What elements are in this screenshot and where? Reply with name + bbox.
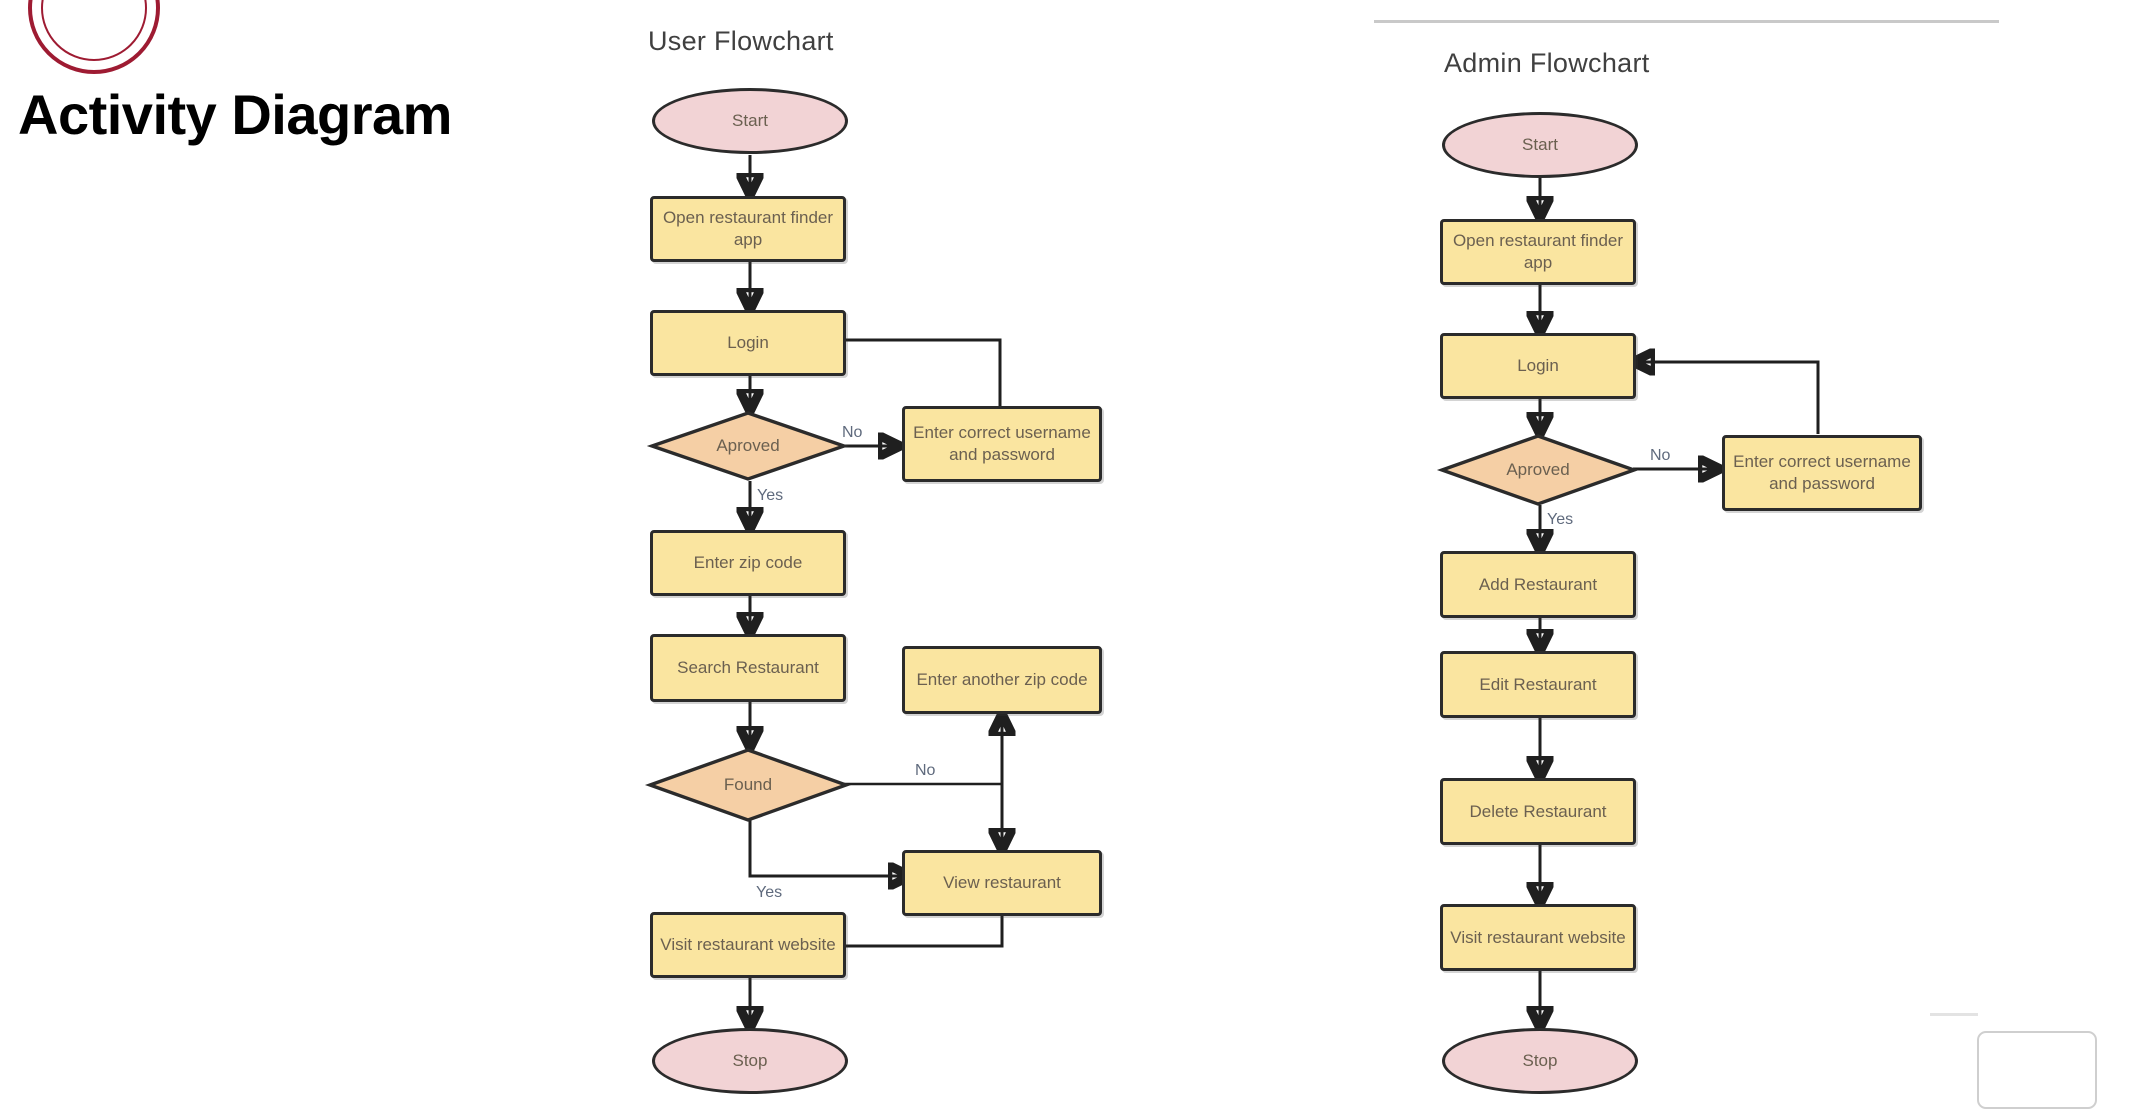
node-aproved-decision[interactable]: Aproved <box>1436 434 1640 506</box>
node-label: Stop <box>1522 1051 1558 1071</box>
node-aproved-decision[interactable]: Aproved <box>646 411 850 481</box>
page-title: Activity Diagram <box>18 83 452 146</box>
node-visit-restaurant-website[interactable]: Visit restaurant website <box>1440 904 1636 971</box>
edge-divider <box>1930 1013 1978 1016</box>
node-found-decision[interactable]: Found <box>644 748 852 822</box>
edge-label-found-yes: Yes <box>756 884 783 901</box>
node-label: Login <box>727 333 769 353</box>
university-seal-logo: 1851 <box>28 0 160 74</box>
edge-label-aproved-yes: Yes <box>757 487 784 504</box>
node-stop[interactable]: Stop <box>652 1028 848 1094</box>
node-label: Login <box>1517 356 1559 376</box>
node-label: Delete Restaurant <box>1469 801 1607 821</box>
node-search-restaurant[interactable]: Search Restaurant <box>650 634 846 702</box>
node-label: Visit restaurant website <box>1450 927 1626 947</box>
node-enter-zip-code[interactable]: Enter zip code <box>650 530 846 596</box>
node-label: Open restaurant finder app <box>662 208 834 249</box>
node-label: Start <box>732 111 768 131</box>
node-enter-another-zip-code[interactable]: Enter another zip code <box>902 646 1102 714</box>
node-delete-restaurant[interactable]: Delete Restaurant <box>1440 778 1636 845</box>
top-divider <box>1374 20 1999 23</box>
node-start[interactable]: Start <box>652 88 848 154</box>
edge-label-aproved-no: No <box>842 424 863 441</box>
node-label: Open restaurant finder app <box>1452 231 1624 272</box>
user-flowchart-heading: User Flowchart <box>648 26 834 56</box>
node-open-restaurant-finder-app[interactable]: Open restaurant finder app <box>650 196 846 262</box>
admin-flowchart-heading: Admin Flowchart <box>1444 48 1650 78</box>
node-label: Add Restaurant <box>1478 574 1598 594</box>
user-flowchart: User Flowchart <box>560 0 1200 1116</box>
seal-inner-ring <box>41 0 147 61</box>
node-label: Enter correct username and password <box>913 423 1091 464</box>
node-label: Enter correct username and password <box>1733 452 1911 493</box>
node-label: Start <box>1522 135 1558 155</box>
node-enter-correct-credentials[interactable]: Enter correct username and password <box>1722 435 1922 511</box>
admin-flowchart-connectors <box>1400 178 1820 1116</box>
node-label: Edit Restaurant <box>1479 674 1597 694</box>
node-view-restaurant[interactable]: View restaurant <box>902 850 1102 916</box>
admin-flowchart: Admin Flowchart Start Open restaurant fi… <box>1400 0 2100 1116</box>
cropped-panel[interactable] <box>1977 1031 2097 1109</box>
node-enter-correct-credentials[interactable]: Enter correct username and password <box>902 406 1102 482</box>
node-label: View restaurant <box>943 873 1061 893</box>
node-label: Search Restaurant <box>677 658 819 678</box>
node-edit-restaurant[interactable]: Edit Restaurant <box>1440 651 1636 718</box>
node-stop[interactable]: Stop <box>1442 1028 1638 1094</box>
node-visit-restaurant-website[interactable]: Visit restaurant website <box>650 912 846 978</box>
edge-label-aproved-yes: Yes <box>1547 511 1574 528</box>
node-login[interactable]: Login <box>650 310 846 376</box>
node-label: Visit restaurant website <box>660 935 836 955</box>
node-label: Enter zip code <box>693 553 803 573</box>
node-label: Stop <box>732 1051 768 1071</box>
node-add-restaurant[interactable]: Add Restaurant <box>1440 551 1636 618</box>
edge-label-found-no: No <box>915 762 936 779</box>
edge-label-aproved-no: No <box>1650 447 1671 464</box>
node-open-restaurant-finder-app[interactable]: Open restaurant finder app <box>1440 219 1636 285</box>
node-login[interactable]: Login <box>1440 333 1636 399</box>
node-label: Enter another zip code <box>916 670 1088 690</box>
node-start[interactable]: Start <box>1442 112 1638 178</box>
